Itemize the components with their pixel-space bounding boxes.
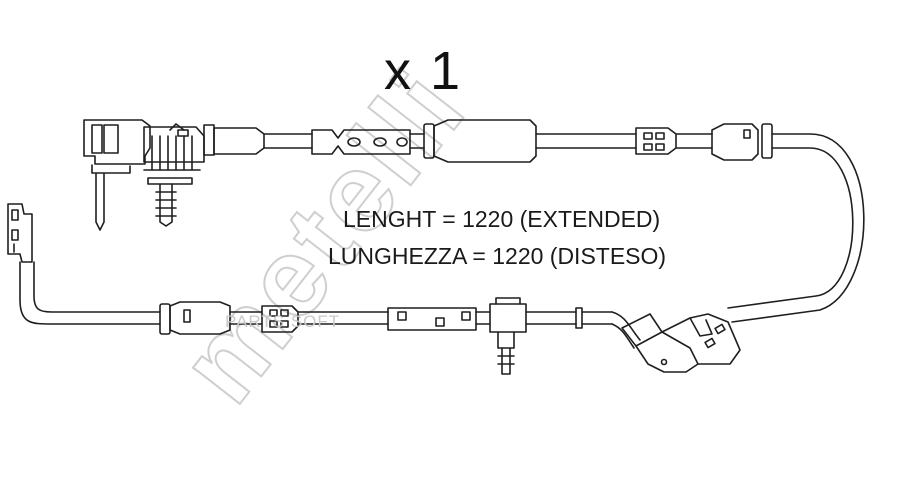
brand-watermark: metelli bbox=[154, 45, 490, 426]
length-spec-italian: LUNGHEZZA = 1220 (DISTESO) bbox=[328, 243, 667, 269]
site-watermark: PARTS SOFT bbox=[225, 312, 341, 331]
quantity-label: x 1 bbox=[384, 41, 463, 101]
length-spec-english: LENGHT = 1220 (EXTENDED) bbox=[343, 206, 661, 232]
brand-watermark-text: metelli bbox=[155, 46, 489, 425]
bottom-cable bbox=[7, 203, 741, 375]
top-connector bbox=[83, 119, 265, 231]
top-cable bbox=[263, 119, 865, 323]
